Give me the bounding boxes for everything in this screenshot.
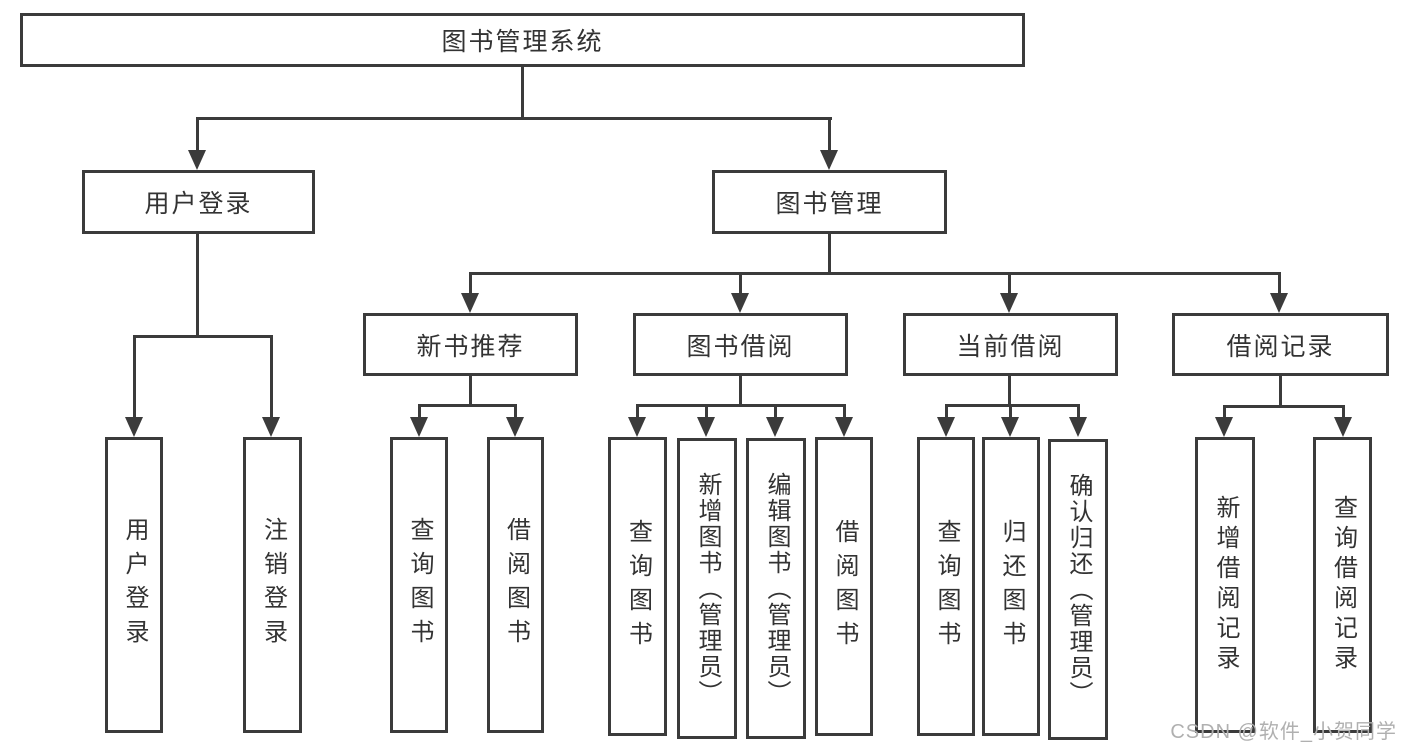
connector-drop-line — [1008, 272, 1011, 295]
arrowhead-down-icon — [1270, 293, 1288, 313]
connector-br-stem — [1279, 375, 1282, 407]
node-new-book-recommend: 新书推荐 — [363, 313, 578, 376]
connector-bb-branch — [636, 404, 846, 407]
node-user-login: 用户登录 — [82, 170, 315, 234]
connector-drop-line — [270, 335, 273, 419]
arrowhead-down-icon — [506, 417, 524, 437]
node-leaf-bb-query-books-label: 查询图书 — [624, 518, 652, 655]
watermark-text: CSDN @软件_小贺同学 — [1170, 721, 1397, 743]
arrowhead-down-icon — [1069, 417, 1087, 437]
node-leaf-user-login-label: 用户登录 — [121, 517, 148, 653]
node-leaf-user-login: 用户登录 — [105, 437, 163, 733]
node-current-borrow: 当前借阅 — [903, 313, 1118, 376]
arrowhead-down-icon — [1000, 293, 1018, 313]
arrowhead-down-icon — [1215, 417, 1233, 437]
connector-bb-stem — [739, 375, 742, 406]
arrowhead-down-icon — [820, 150, 838, 170]
arrowhead-down-icon — [1334, 417, 1352, 437]
arrowhead-down-icon — [937, 417, 955, 437]
arrowhead-down-icon — [1001, 417, 1019, 437]
connector-cb-branch — [945, 404, 1080, 407]
connector-drop-line — [636, 404, 639, 419]
connector-drop-line — [1077, 404, 1080, 419]
connector-drop-line — [196, 117, 199, 152]
node-root-label: 图书管理系统 — [441, 28, 604, 56]
node-leaf-logout: 注销登录 — [243, 437, 302, 733]
node-book-borrow: 图书借阅 — [633, 313, 848, 376]
arrowhead-down-icon — [835, 417, 853, 437]
node-leaf-cb-return-books-label: 归还图书 — [998, 518, 1025, 655]
node-leaf-nbr-borrow-books: 借阅图书 — [487, 437, 544, 733]
connector-drop-line — [1278, 272, 1281, 295]
node-leaf-bb-query-books: 查询图书 — [608, 437, 667, 736]
arrowhead-down-icon — [410, 417, 428, 437]
node-leaf-br-add-record-label: 新增借阅记录 — [1212, 495, 1239, 675]
node-leaf-bb-edit-books-admin-label: 编辑图书（管理员） — [763, 471, 790, 706]
node-borrow-records-label: 借阅记录 — [1226, 332, 1335, 361]
node-leaf-nbr-borrow-books-label: 借阅图书 — [502, 517, 530, 653]
node-leaf-bb-add-books-admin-label: 新增图书（管理员） — [694, 471, 721, 706]
connector-drop-line — [469, 272, 472, 295]
node-leaf-cb-confirm-return-admin-label: 确认归还（管理员） — [1065, 472, 1092, 707]
connector-nbr-branch — [418, 404, 517, 407]
node-leaf-bb-edit-books-admin: 编辑图书（管理员） — [746, 438, 806, 739]
connector-drop-line — [828, 117, 831, 152]
arrowhead-down-icon — [766, 417, 784, 437]
connector-drop-line — [739, 272, 742, 295]
connector-drop-line — [418, 404, 421, 419]
connector-drop-line — [705, 404, 708, 419]
connector-root-stem — [521, 66, 524, 118]
connector-br-branch — [1223, 405, 1345, 408]
connector-drop-line — [774, 404, 777, 419]
node-leaf-br-query-record-label: 查询借阅记录 — [1329, 495, 1357, 675]
node-book-management: 图书管理 — [712, 170, 947, 234]
arrowhead-down-icon — [628, 417, 646, 437]
node-current-borrow-label: 当前借阅 — [956, 332, 1065, 361]
connector-drop-line — [133, 335, 136, 419]
node-book-borrow-label: 图书借阅 — [686, 332, 795, 361]
node-leaf-cb-query-books: 查询图书 — [917, 437, 975, 736]
node-borrow-records: 借阅记录 — [1172, 313, 1389, 376]
node-leaf-nbr-query-books: 查询图书 — [390, 437, 448, 733]
connector-drop-line — [945, 404, 948, 419]
node-leaf-bb-add-books-admin: 新增图书（管理员） — [677, 438, 737, 739]
node-leaf-logout-label: 注销登录 — [259, 517, 287, 653]
connector-drop-line — [514, 404, 517, 419]
arrowhead-down-icon — [697, 417, 715, 437]
connector-book-mgmt-branch — [469, 272, 1281, 275]
connector-cb-stem — [1008, 375, 1011, 406]
node-leaf-cb-return-books: 归还图书 — [982, 437, 1040, 736]
arrowhead-down-icon — [125, 417, 143, 437]
arrowhead-down-icon — [461, 293, 479, 313]
arrowhead-down-icon — [188, 150, 206, 170]
connector-drop-line — [843, 404, 846, 419]
connector-user-login-branch — [133, 335, 273, 338]
node-leaf-bb-borrow-books-label: 借阅图书 — [831, 518, 858, 655]
connector-drop-line — [1223, 405, 1226, 419]
connector-nbr-stem — [469, 375, 472, 406]
node-leaf-nbr-query-books-label: 查询图书 — [406, 517, 433, 653]
connector-user-login-stem — [196, 233, 199, 337]
node-leaf-bb-borrow-books: 借阅图书 — [815, 437, 873, 736]
node-leaf-br-add-record: 新增借阅记录 — [1195, 437, 1255, 733]
node-book-management-label: 图书管理 — [775, 190, 884, 218]
arrowhead-down-icon — [731, 293, 749, 313]
node-leaf-cb-confirm-return-admin: 确认归还（管理员） — [1048, 439, 1108, 740]
node-leaf-cb-query-books-label: 查询图书 — [933, 518, 960, 655]
node-user-login-label: 用户登录 — [144, 190, 253, 218]
arrowhead-down-icon — [262, 417, 280, 437]
node-new-book-recommend-label: 新书推荐 — [416, 332, 525, 361]
connector-root-branch — [196, 117, 832, 120]
node-root: 图书管理系统 — [20, 13, 1025, 67]
node-leaf-br-query-record: 查询借阅记录 — [1313, 437, 1372, 733]
connector-book-mgmt-stem — [828, 233, 831, 274]
connector-drop-line — [1009, 404, 1012, 419]
connector-drop-line — [1342, 405, 1345, 419]
